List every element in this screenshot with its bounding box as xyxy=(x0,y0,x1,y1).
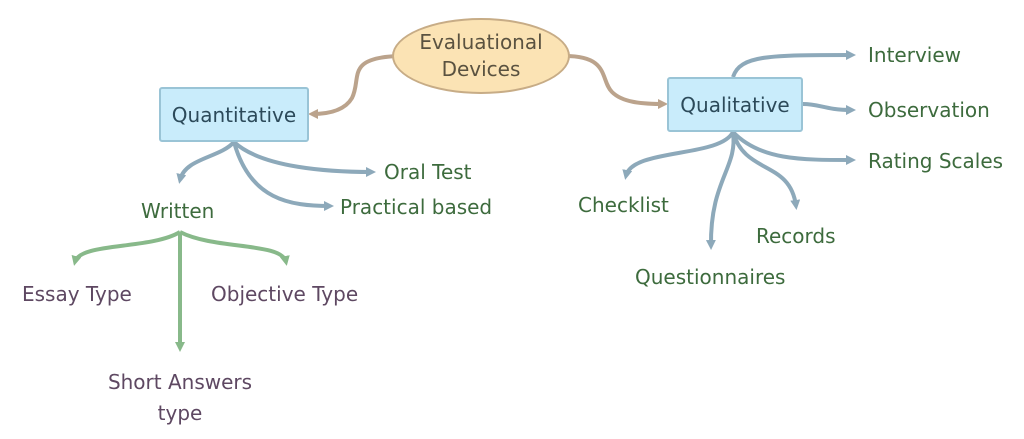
leaf-records: Records xyxy=(756,224,836,248)
edge-quantitative-oral-test xyxy=(232,140,376,177)
edge-qualitative-interview xyxy=(731,50,856,78)
node-written: Written xyxy=(141,199,215,223)
node-qualitative: Qualitative xyxy=(667,77,803,132)
edge-qualitative-checklist xyxy=(622,130,735,180)
leaf-oral-test: Oral Test xyxy=(384,160,472,184)
edge-written-essay xyxy=(71,230,182,266)
quantitative-label: Quantitative xyxy=(171,102,297,127)
edge-qualitative-observation xyxy=(802,102,856,115)
edge-quantitative-practical xyxy=(232,141,334,211)
root-label: Evaluational Devices xyxy=(419,30,543,81)
edge-written-objective xyxy=(179,230,290,266)
edge-qualitative-records xyxy=(731,131,801,210)
root-node-evaluational-devices: Evaluational Devices xyxy=(392,18,570,94)
qualitative-label: Qualitative xyxy=(680,92,790,117)
node-quantitative: Quantitative xyxy=(159,87,309,142)
leaf-checklist: Checklist xyxy=(578,193,669,217)
leaf-observation: Observation xyxy=(868,98,990,122)
edge-qualitative-questionnaires xyxy=(705,131,736,250)
leaf-practical-based: Practical based xyxy=(340,195,493,219)
leaf-interview: Interview xyxy=(868,43,961,67)
leaf-short-answers-type: Short Answers type xyxy=(107,370,253,425)
leaf-rating-scales: Rating Scales xyxy=(868,149,1004,173)
leaf-essay-type: Essay Type xyxy=(22,282,132,306)
leaf-objective-type: Objective Type xyxy=(211,282,359,306)
edge-root-quantitative xyxy=(308,54,399,119)
edge-root-qualitative xyxy=(564,54,668,109)
edge-quantitative-written xyxy=(176,140,236,184)
edge-qualitative-rating-scales xyxy=(731,130,856,165)
leaf-questionnaires: Questionnaires xyxy=(635,265,786,289)
